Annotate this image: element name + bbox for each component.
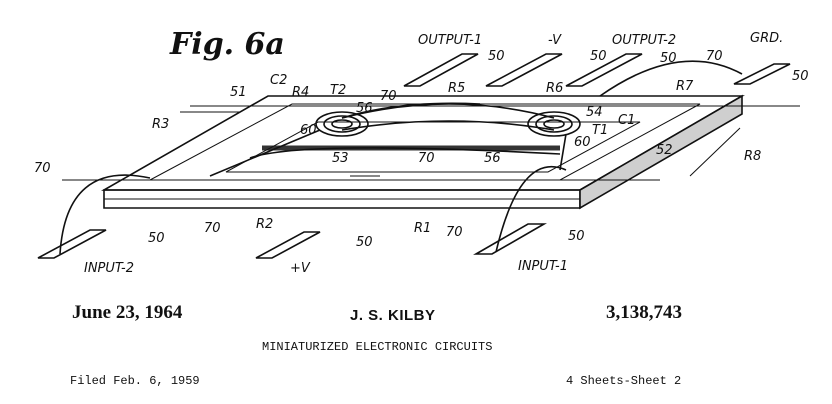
label-52: 52 [656,143,673,158]
patent-date: June 23, 1964 [72,302,183,323]
label-50-f: 50 [356,235,373,250]
label-r1: R1 [414,221,431,236]
label-input1: INPUT-1 [518,259,568,274]
label-54: 54 [586,105,603,120]
sheet-count: 4 Sheets-Sheet 2 [566,374,682,388]
label-50-e: 50 [148,231,165,246]
label-r5: R5 [448,81,465,96]
label-r6: R6 [546,81,563,96]
patent-number: 3,138,743 [606,302,682,323]
transistor-t2 [315,111,369,137]
label-r8: R8 [744,149,761,164]
label-r2: R2 [256,217,273,232]
label-t1: T1 [592,123,608,138]
figure-title: Fig. 6a [169,27,285,62]
label-70-c: 70 [34,161,51,176]
label-output1: OUTPUT-1 [418,33,482,48]
label-input2: INPUT-2 [84,261,134,276]
label-r4: R4 [292,85,309,100]
lead-strips [37,53,791,259]
label-50-b: 50 [590,49,607,64]
label-70-f: 70 [446,225,463,240]
label-t2: T2 [330,83,346,98]
label-c1: C1 [618,113,635,128]
patent-title: MINIATURIZED ELECTRONIC CIRCUITS [262,340,493,354]
label-neg-v: -V [548,33,562,48]
label-51: 51 [230,85,247,100]
label-70-a: 70 [380,89,397,104]
label-50-a: 50 [488,49,505,64]
label-r7: R7 [676,79,694,94]
part-labels: OUTPUT-1 -V OUTPUT-2 GRD. INPUT-1 INPUT-… [34,31,809,276]
label-c2: C2 [270,73,287,88]
label-70-b: 70 [706,49,723,64]
label-pos-v: +V [290,261,311,276]
label-70-d: 70 [204,221,221,236]
label-60-b: 60 [574,135,591,150]
label-50-c: 50 [660,51,677,66]
inventor-name: J. S. KILBY [350,307,436,324]
reference-lines [62,105,800,181]
transistor-t1 [527,111,581,137]
label-output2: OUTPUT-2 [612,33,676,48]
label-r3: R3 [152,117,169,132]
label-50-g: 50 [568,229,585,244]
label-70-e: 70 [418,151,435,166]
label-53: 53 [332,151,349,166]
filed-date: Filed Feb. 6, 1959 [70,374,200,388]
label-56-b: 56 [484,151,501,166]
label-grd: GRD. [750,31,783,46]
label-60-a: 60 [300,123,317,138]
label-50-d: 50 [792,69,809,84]
label-56-a: 56 [356,101,373,116]
